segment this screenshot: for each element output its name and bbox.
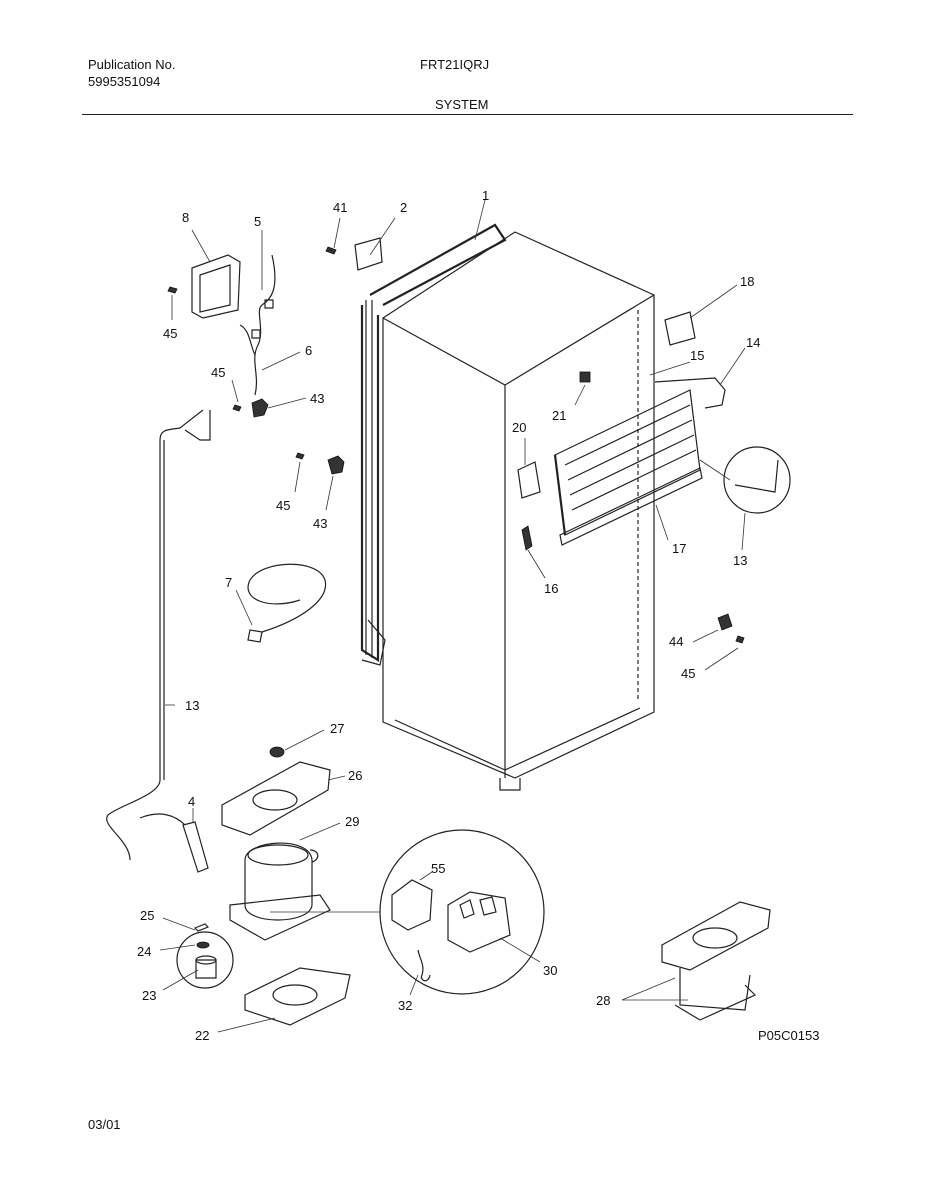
clamp-43-upper xyxy=(251,398,269,418)
callout: 45 xyxy=(163,326,177,341)
header-rule xyxy=(82,114,853,115)
callout: 29 xyxy=(345,814,359,829)
callout: 21 xyxy=(552,408,566,423)
callout: 45 xyxy=(681,666,695,681)
callout: 30 xyxy=(543,963,557,978)
callout: 45 xyxy=(211,365,225,380)
callout: 28 xyxy=(596,993,610,1008)
callout: 22 xyxy=(195,1028,209,1043)
cabinet xyxy=(382,231,655,791)
bracket-20 xyxy=(517,461,541,499)
replacement-compressor-28 xyxy=(661,901,771,1021)
grommet-23 xyxy=(195,959,217,979)
compressor-29 xyxy=(229,842,331,941)
relay-30 xyxy=(447,891,511,953)
publication-number: 5995351094 xyxy=(88,74,161,89)
callout: 25 xyxy=(140,908,154,923)
diagram-code: P05C0153 xyxy=(758,1028,819,1043)
callout: 2 xyxy=(400,200,407,215)
callout: 1 xyxy=(482,188,489,203)
callout: 13 xyxy=(185,698,199,713)
callout: 23 xyxy=(142,988,156,1003)
wiring-harness xyxy=(239,254,276,396)
bracket-18 xyxy=(664,311,696,346)
washer-24 xyxy=(196,941,210,949)
callout: 24 xyxy=(137,944,151,959)
cover-8 xyxy=(191,254,241,319)
callout: 4 xyxy=(188,794,195,809)
publication-label: Publication No. xyxy=(88,57,176,72)
callout: 6 xyxy=(305,343,312,358)
bracket-2 xyxy=(354,237,383,271)
callout: 13 xyxy=(733,553,747,568)
callout: 16 xyxy=(544,581,558,596)
clip-16 xyxy=(521,525,533,551)
condenser-coil xyxy=(360,223,507,666)
callout: 41 xyxy=(333,200,347,215)
tubing-13 xyxy=(106,409,211,861)
wire-32 xyxy=(417,949,431,982)
callout: 7 xyxy=(225,575,232,590)
callout: 44 xyxy=(669,634,683,649)
callout: 26 xyxy=(348,768,362,783)
evaporator-15 xyxy=(553,389,703,546)
clip-25 xyxy=(193,923,210,932)
callout: 15 xyxy=(690,348,704,363)
callout: 14 xyxy=(746,335,760,350)
callout: 27 xyxy=(330,721,344,736)
callout: 32 xyxy=(398,998,412,1013)
power-cord xyxy=(247,563,327,643)
clamp-43-lower xyxy=(327,455,345,475)
revision-date: 03/01 xyxy=(88,1117,121,1132)
sensor-21 xyxy=(579,371,591,383)
base-plate-22 xyxy=(244,967,351,1026)
model-number: FRT21IQRJ xyxy=(420,57,490,72)
section-title: SYSTEM xyxy=(435,97,489,112)
relay-detail-circle xyxy=(379,829,545,995)
callout: 20 xyxy=(512,420,526,435)
drier-4 xyxy=(182,821,209,873)
callout: 5 xyxy=(254,214,261,229)
callout: 8 xyxy=(182,210,189,225)
drain-pan-26 xyxy=(221,761,331,836)
overload-55 xyxy=(391,879,433,931)
callout: 43 xyxy=(310,391,324,406)
callout: 45 xyxy=(276,498,290,513)
tubing-detail-13 xyxy=(723,446,791,514)
screw-41 xyxy=(325,246,337,255)
callout: 17 xyxy=(672,541,686,556)
callout: 18 xyxy=(740,274,754,289)
callout-labels: 1 2 41 8 5 45 6 45 43 45 43 7 13 27 26 4… xyxy=(137,188,819,1043)
tubing-14 xyxy=(654,377,726,409)
clamp-44 xyxy=(717,613,733,631)
grommet-27 xyxy=(269,746,285,758)
callout: 43 xyxy=(313,516,327,531)
callout: 55 xyxy=(431,861,445,876)
